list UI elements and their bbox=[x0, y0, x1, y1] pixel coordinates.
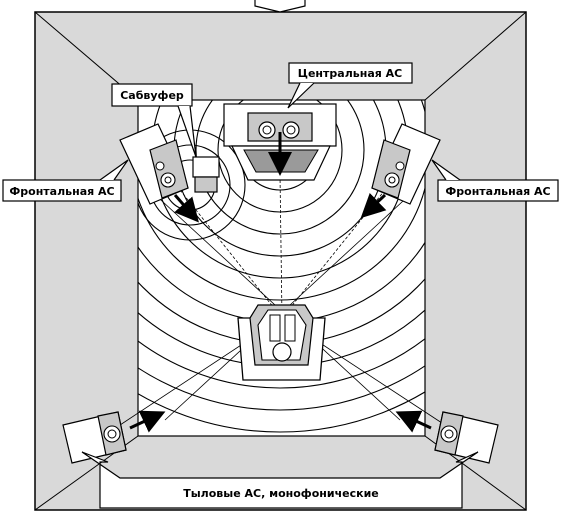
front-right-label: Фронтальная АС bbox=[445, 185, 550, 198]
center-speaker-label: Центральная АС bbox=[298, 67, 402, 80]
center-speaker bbox=[223, 103, 337, 181]
front-left-speaker bbox=[119, 123, 199, 223]
subwoofer-label: Сабвуфер bbox=[120, 89, 184, 102]
listener-chair bbox=[237, 304, 326, 381]
front-right-speaker bbox=[360, 123, 441, 219]
subwoofer bbox=[192, 156, 220, 193]
front-left-callout: Фронтальная АС bbox=[2, 159, 129, 202]
front-left-label: Фронтальная АС bbox=[9, 185, 114, 198]
center-speaker-callout: Центральная АС bbox=[287, 62, 413, 109]
front-right-callout: Фронтальная АС bbox=[431, 159, 559, 202]
rear-left-speaker bbox=[62, 410, 166, 464]
rear-speakers-callout: Тыловые АС, монофонические bbox=[81, 451, 479, 509]
rear-speakers-label: Тыловые АС, монофонические bbox=[183, 487, 379, 500]
rear-right-speaker bbox=[395, 410, 499, 464]
subwoofer-callout: Сабвуфер bbox=[111, 83, 197, 158]
